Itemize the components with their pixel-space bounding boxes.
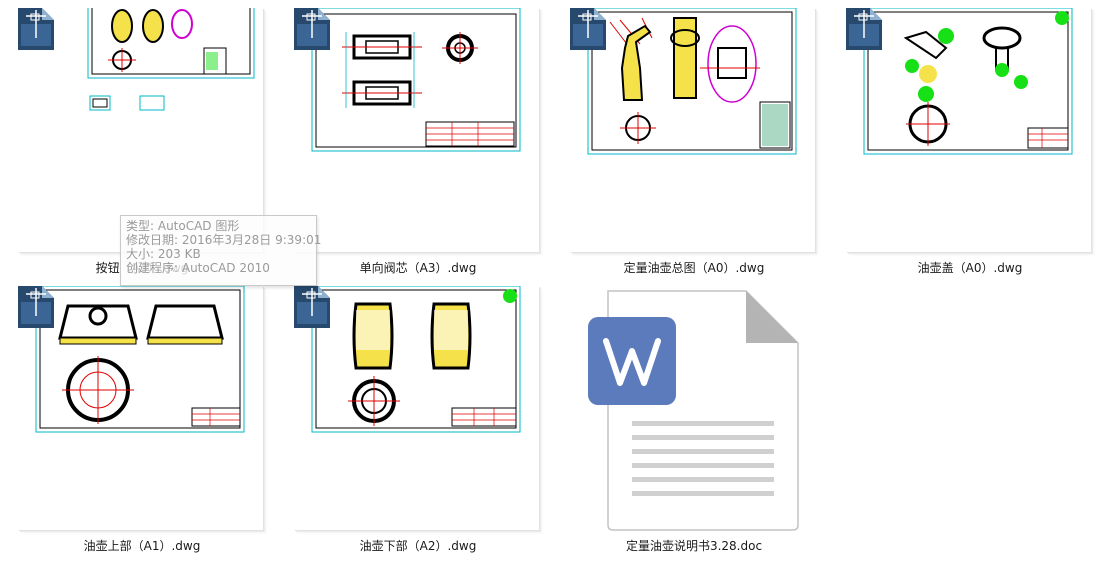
autocad-dwg-badge-icon <box>294 286 330 328</box>
tooltip-creator-app: 创建程序: AutoCAD 2010 <box>126 261 270 275</box>
autocad-dwg-badge-icon <box>294 8 330 50</box>
file-tile-assembly-a0[interactable]: 定量油壶总图（A0）.dwg <box>570 8 818 275</box>
autocad-dwg-badge-icon <box>18 8 54 50</box>
file-name-label: 油壶下部（A2）.dwg <box>359 539 477 553</box>
dwg-thumbnail <box>18 8 263 252</box>
autocad-dwg-badge-icon <box>570 8 606 50</box>
tooltip-size: 大小: 203 KB <box>126 247 201 261</box>
dwg-thumbnail <box>846 8 1091 252</box>
file-name-label: 定量油壶总图（A0）.dwg <box>623 261 765 275</box>
dwg-thumbnail <box>570 8 815 252</box>
file-tile-check-valve-a3[interactable]: 单向阀芯（A3）.dwg <box>294 8 542 275</box>
file-tile-cap-a0[interactable]: 油壶盖（A0）.dwg <box>846 8 1094 275</box>
wps-document-icon <box>588 290 799 531</box>
tooltip-type: 类型: AutoCAD 图形 <box>126 219 240 233</box>
file-tile-button-a3[interactable]: 按钮（A3）.dwg <box>18 8 266 275</box>
file-name-label: 定量油壶说明书3.28.doc <box>625 539 763 553</box>
file-tile-lower-a2[interactable]: 油壶下部（A2）.dwg <box>294 286 542 553</box>
dwg-thumbnail <box>294 8 539 252</box>
dwg-thumbnail <box>18 286 263 530</box>
file-name-label: 单向阀芯（A3）.dwg <box>359 261 477 275</box>
dwg-thumbnail <box>294 286 539 530</box>
autocad-dwg-badge-icon <box>846 8 882 50</box>
file-name-label: 油壶上部（A1）.dwg <box>83 539 201 553</box>
file-tile-manual-doc[interactable]: 定量油壶说明书3.28.doc <box>570 286 818 553</box>
tooltip-modified-date: 修改日期: 2016年3月28日 9:39:01 <box>126 233 322 247</box>
file-tile-upper-a1[interactable]: 油壶上部（A1）.dwg <box>18 286 266 553</box>
autocad-dwg-badge-icon <box>18 286 54 328</box>
file-name-label: 油壶盖（A0）.dwg <box>917 261 1023 275</box>
file-info-tooltip: 类型: AutoCAD 图形 修改日期: 2016年3月28日 9:39:01 … <box>120 215 322 286</box>
